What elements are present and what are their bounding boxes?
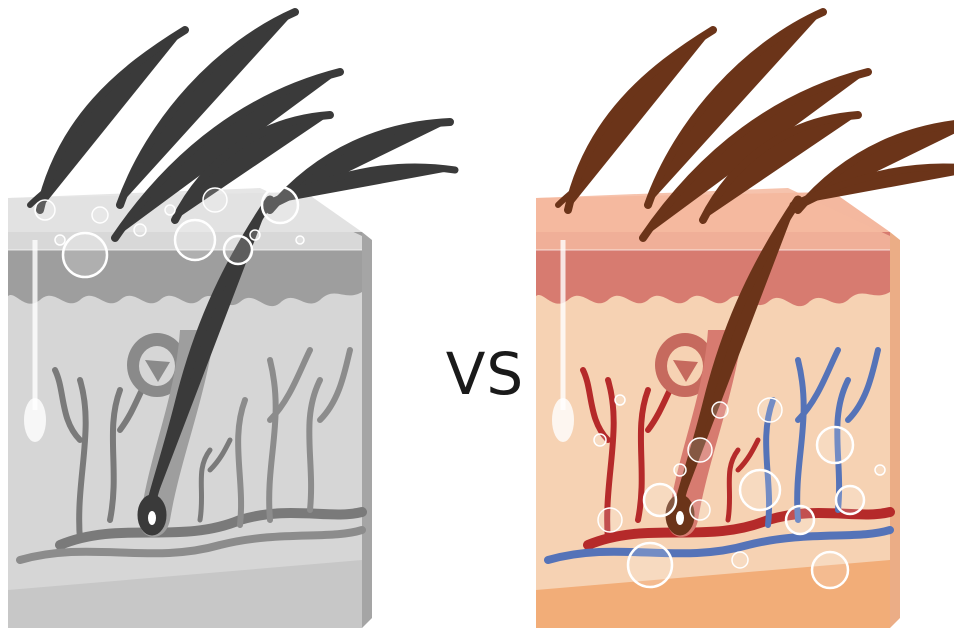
bubble <box>786 506 814 534</box>
bubble <box>134 224 146 236</box>
bubble <box>250 230 260 240</box>
bubble <box>836 486 864 514</box>
bubble <box>615 395 625 405</box>
skin-grayscale <box>8 12 455 628</box>
bubble <box>740 470 780 510</box>
vs-label: VS <box>440 345 530 403</box>
skin-colored <box>536 12 954 628</box>
bubble <box>817 427 853 463</box>
bubble <box>875 465 885 475</box>
bubble <box>55 235 65 245</box>
bubble <box>165 205 175 215</box>
bubble <box>690 500 710 520</box>
bubble <box>732 552 748 568</box>
bubble <box>644 484 676 516</box>
bubble <box>224 236 252 264</box>
bubble <box>262 187 298 223</box>
bubble <box>203 188 227 212</box>
bubble <box>712 402 728 418</box>
bubble <box>812 552 848 588</box>
bubble <box>63 233 107 277</box>
bubble <box>628 543 672 587</box>
bubble <box>175 220 215 260</box>
bubble <box>296 236 304 244</box>
bubble <box>758 398 782 422</box>
bubble <box>688 438 712 462</box>
bubble <box>594 434 606 446</box>
bubble <box>674 464 686 476</box>
bubble <box>598 508 622 532</box>
bubble <box>35 200 55 220</box>
bubble <box>92 207 108 223</box>
